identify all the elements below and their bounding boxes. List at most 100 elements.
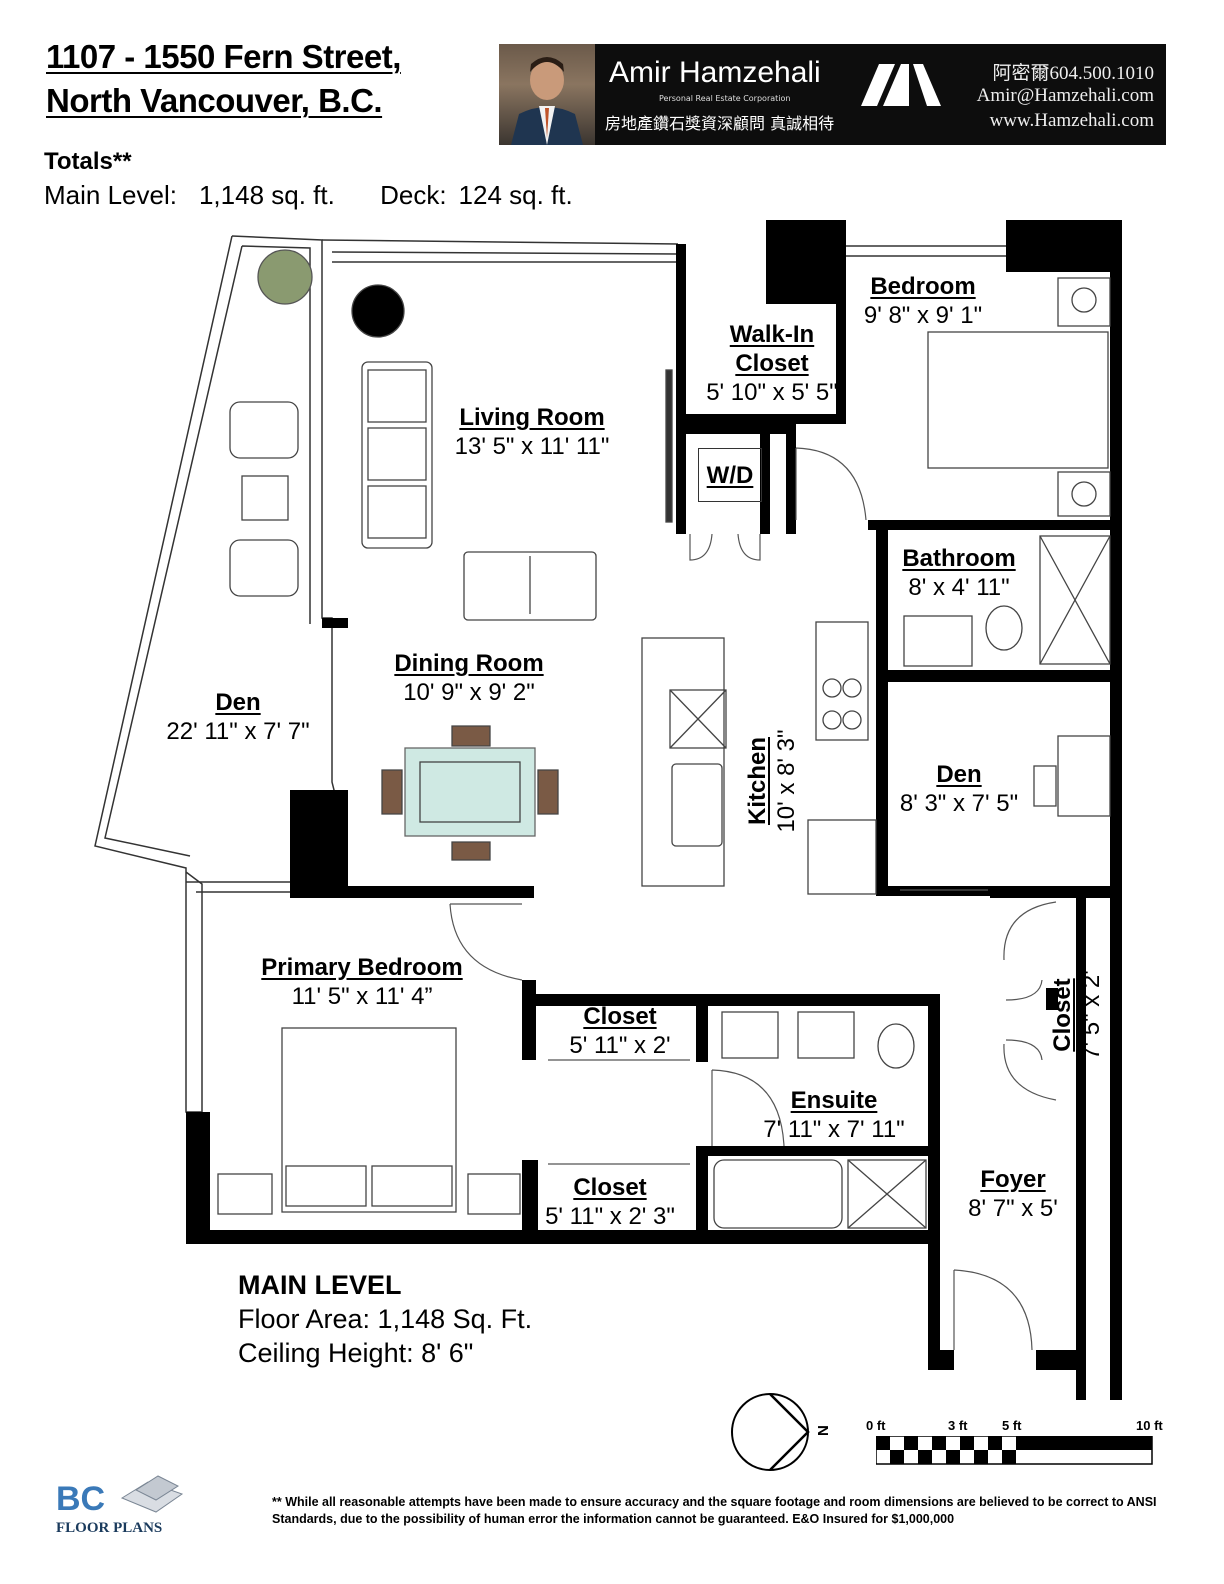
toilet-icon [985, 605, 1023, 651]
level-notes: MAIN LEVEL Floor Area: 1,148 Sq. Ft. Cei… [238, 1268, 532, 1370]
agent-corp: Personal Real Estate Corporation [659, 94, 791, 103]
desk-icon [1057, 735, 1111, 817]
ceiling-height: Ceiling Height: 8' 6" [238, 1338, 474, 1368]
tv-icon [665, 369, 673, 523]
compass-icon: N [731, 1393, 832, 1471]
room-dims: 22' 11" x 7' 7" [166, 718, 310, 745]
balcony-outer-wall [231, 235, 335, 862]
room-dims: 5' 10" x 5' 5" [706, 379, 838, 406]
bc-floor-plans-logo: BC FLOOR PLANS [56, 1475, 184, 1537]
agent-logo-icon [861, 64, 941, 106]
room-dims: 8' x 4' 11" [908, 574, 1010, 601]
room-name: Ensuite [790, 1087, 878, 1114]
ensuite-shower-icon [847, 1159, 927, 1229]
agent-website[interactable]: www.Hamzehali.com [989, 110, 1154, 131]
address-line-1: 1107 - 1550 Fern Street, [46, 38, 401, 75]
main-level-label: Main Level: [44, 180, 177, 210]
logo-text: FLOOR PLANS [56, 1520, 163, 1536]
floor-area: Floor Area: 1,148 Sq. Ft. [238, 1304, 533, 1334]
room-dims: 7' 5" x 2' [1078, 970, 1105, 1060]
agent-portrait-icon [511, 57, 583, 145]
agent-name: Amir Hamzehali [609, 56, 821, 89]
walls [186, 220, 1122, 1400]
balcony-chair-icon [229, 539, 299, 597]
room-dims: 11' 5" x 11' 4” [291, 983, 433, 1010]
loveseat-icon [463, 551, 597, 621]
agent-chinese-tagline: 房地產鑽石獎資深顧問 真誠相待 [605, 114, 835, 133]
totals-title: Totals** [44, 148, 132, 175]
totals-row: Main Level: 1,148 sq. ft. Deck: 124 sq. ft… [44, 180, 611, 211]
dining-table-icon [404, 747, 536, 837]
room-name: Bedroom [870, 273, 976, 300]
room-name: Bathroom [902, 545, 1016, 572]
room-name: Foyer [980, 1166, 1046, 1193]
main-level-value: 1,148 sq. ft. [198, 180, 335, 210]
ensuite-toilet-icon [877, 1023, 915, 1069]
room-dims: 8' 7" x 5' [968, 1195, 1058, 1222]
furniture [217, 249, 1111, 1229]
scale-bar-graphic [876, 1436, 1153, 1465]
scale-tick-5: 5 ft [1002, 1418, 1022, 1433]
agent-email[interactable]: Amir@Hamzehali.com [976, 85, 1154, 106]
kitchen-sink-icon [671, 763, 723, 847]
room-dims: 9' 8" x 9' 1" [863, 302, 983, 329]
room-name: Den [936, 761, 982, 788]
round-table-icon [351, 284, 405, 338]
agent-banner: Amir Hamzehali Personal Real Estate Corp… [499, 44, 1166, 145]
room-name: Closet [1049, 978, 1076, 1052]
bed-icon [927, 331, 1109, 469]
agent-phone[interactable]: 阿密爾604.500.1010 [992, 63, 1154, 84]
deck-label: Deck: [380, 180, 447, 210]
compass-label: N [815, 1425, 832, 1436]
room-dims: 5' 11" x 2' [569, 1032, 671, 1059]
room-dims: 7' 11" x 7' 11" [763, 1116, 905, 1143]
room-dims: 10' 9" x 9' 2" [403, 679, 535, 706]
primary-bed-icon [281, 1027, 457, 1213]
house-logo-icon [120, 1475, 184, 1513]
room-name: Closet [583, 1003, 657, 1030]
room-dims: 5' 11" x 2' 3" [545, 1203, 675, 1230]
room-name: Den [215, 689, 261, 716]
level-title: MAIN LEVEL [238, 1270, 402, 1300]
room-name-line2: Closet [735, 350, 809, 377]
address-line-2: North Vancouver, B.C. [46, 82, 383, 119]
logo-mark: BC [56, 1480, 106, 1518]
room-name: Living Room [459, 404, 605, 431]
side-table-icon [241, 475, 289, 521]
agent-photo [499, 44, 595, 145]
scale-tick-3: 3 ft [948, 1418, 968, 1433]
room-name: Closet [573, 1174, 647, 1201]
ensuite-sink-icon [721, 1011, 779, 1059]
room-dims: 10' x 8' 3" [773, 729, 800, 833]
fridge-icon [807, 819, 877, 895]
balcony-chair-icon [229, 401, 299, 459]
room-dims: 13' 5" x 11' 11" [454, 433, 610, 460]
deck-value: 124 sq. ft. [458, 180, 573, 210]
scale-bar: 0 ft 3 ft 5 ft 10 ft [866, 1418, 1166, 1468]
bathtub-icon [713, 1159, 843, 1229]
deck-total: Deck: 124 sq. ft. [380, 180, 573, 210]
room-name-line1: Walk-In [729, 321, 815, 348]
scale-tick-10: 10 ft [1136, 1418, 1163, 1433]
scale-tick-0: 0 ft [866, 1418, 886, 1433]
plant-icon [257, 249, 313, 305]
room-name: Kitchen [744, 737, 771, 826]
kitchen-island-icon [641, 637, 725, 887]
sofa-icon [361, 361, 433, 549]
doors [449, 447, 1057, 1351]
